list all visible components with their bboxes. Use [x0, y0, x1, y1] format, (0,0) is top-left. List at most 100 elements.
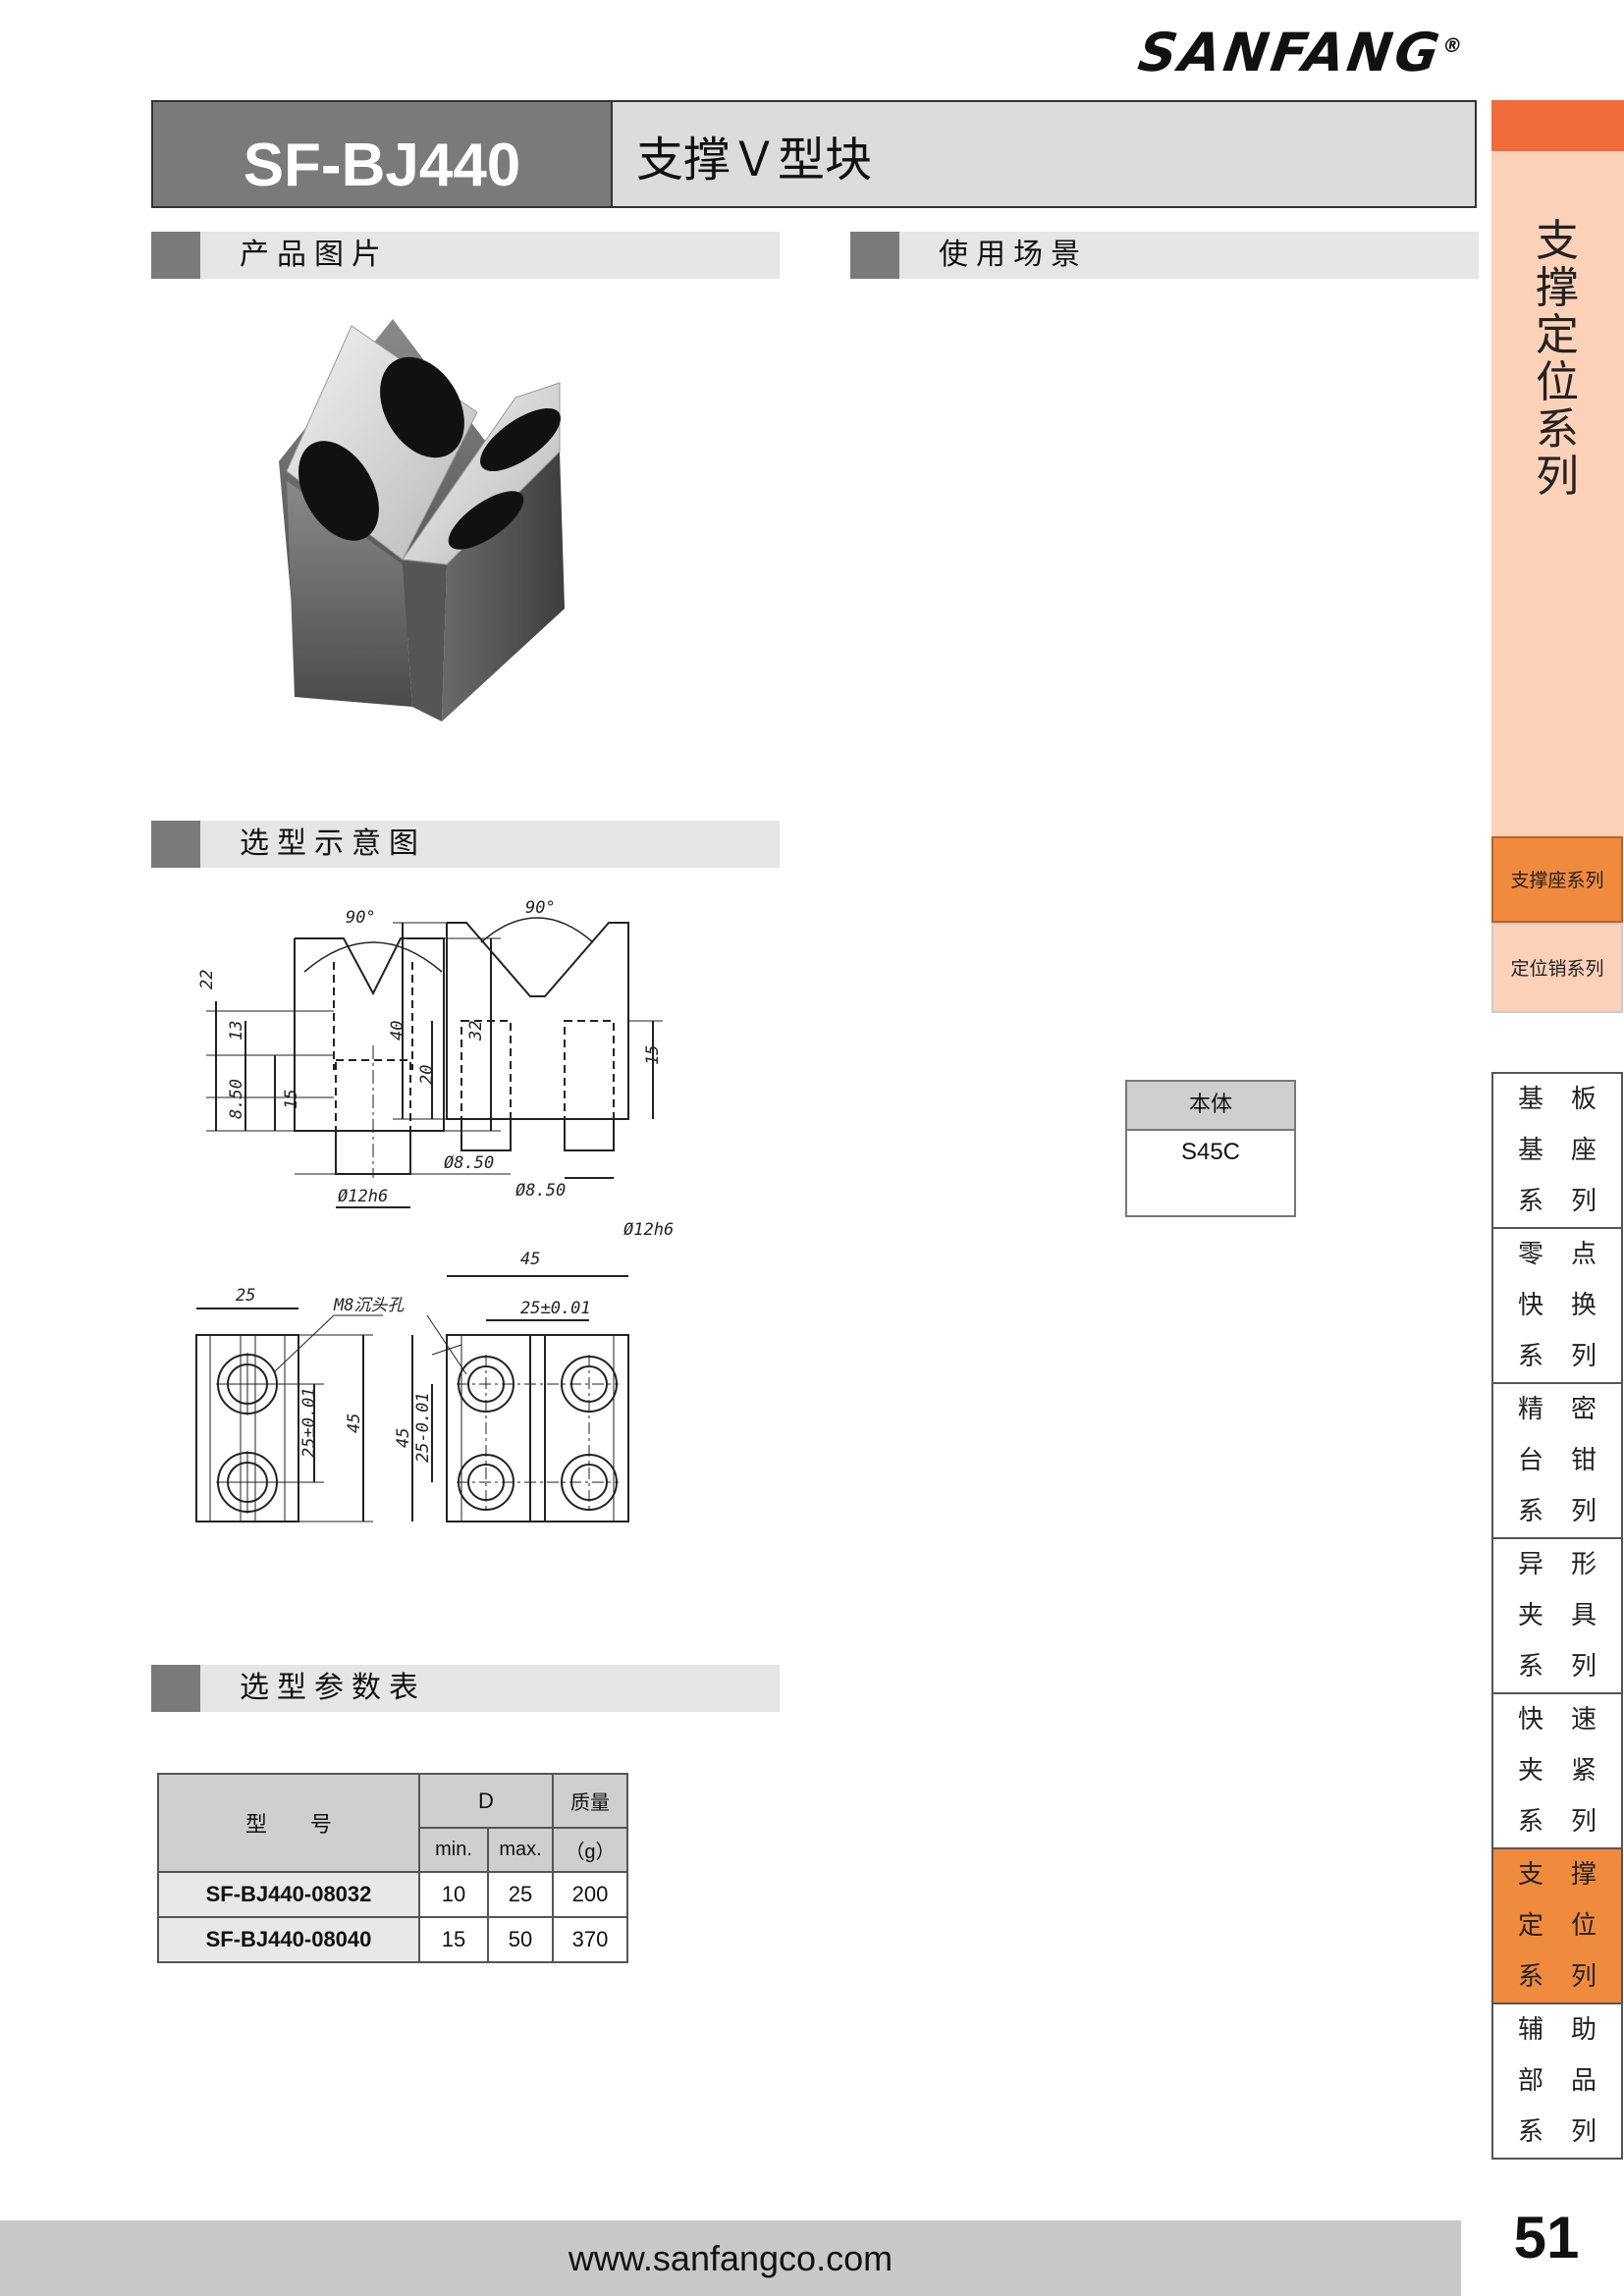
- nav-char: 系: [1517, 1652, 1543, 1682]
- nav-char: 板: [1571, 1085, 1597, 1114]
- nav-row: 系列: [1493, 2107, 1621, 2158]
- nav-char: 异: [1517, 1550, 1543, 1579]
- dim-25-top: 25: [236, 1286, 255, 1306]
- nav-row: 夹紧: [1493, 1745, 1621, 1796]
- nav-row: 系列: [1493, 1951, 1621, 2002]
- product-photo: [279, 319, 565, 721]
- material-header: 本体: [1127, 1082, 1294, 1131]
- nav-char: 形: [1571, 1550, 1597, 1579]
- table-row: SF-BJ440-08032 10 25 200: [157, 1871, 628, 1918]
- cell-min: 15: [418, 1916, 489, 1963]
- material-value: S45C: [1180, 1139, 1241, 1165]
- cell-max: 25: [487, 1871, 554, 1918]
- section-params-title: 选型参数表: [240, 1671, 426, 1705]
- sidebar-item-locating-pin[interactable]: 定位销系列: [1491, 923, 1623, 1013]
- cell-max: 50: [487, 1916, 554, 1963]
- nav-char: 列: [1571, 1807, 1597, 1837]
- nav-row: 零点: [1493, 1229, 1621, 1280]
- nav-row: 系列: [1493, 1486, 1621, 1537]
- section-scene: 使用场景: [850, 232, 1479, 279]
- nav-row: 系列: [1493, 1176, 1621, 1227]
- nav-char: 列: [1571, 1497, 1597, 1526]
- nav-row: 夹具: [1493, 1590, 1621, 1641]
- nav-group[interactable]: 精密台钳系列: [1493, 1384, 1621, 1539]
- nav-char: 夹: [1517, 1756, 1543, 1786]
- nav-char: 支: [1517, 1860, 1543, 1890]
- th-model: 型 号: [157, 1773, 420, 1873]
- top-view-right: [411, 1275, 629, 1522]
- website-url[interactable]: www.sanfangco.com: [568, 2238, 893, 2278]
- cell-model: SF-BJ440-08032: [157, 1871, 420, 1918]
- nav-char: 座: [1571, 1136, 1597, 1165]
- footer-bar: [0, 2220, 1461, 2296]
- dim-13: 13: [227, 1021, 246, 1041]
- nav-char: 基: [1517, 1085, 1543, 1114]
- dim-20: 20: [417, 1065, 437, 1085]
- nav-row: 系列: [1493, 1331, 1621, 1382]
- nav-row: 快速: [1493, 1694, 1621, 1745]
- dim-45-top: 45: [520, 1250, 540, 1269]
- nav-char: 快: [1517, 1705, 1543, 1735]
- th-d: D: [418, 1773, 554, 1829]
- registered-mark: ®: [1440, 33, 1467, 57]
- nav-char: 列: [1571, 2117, 1597, 2147]
- dim-15-right: 15: [643, 1045, 663, 1065]
- nav-char: 系: [1517, 1342, 1543, 1371]
- nav-row: 辅助: [1493, 2004, 1621, 2056]
- dim-15-left: 15: [282, 1090, 301, 1109]
- nav-char: 系: [1517, 1962, 1543, 1992]
- series-title: 支撑定位系列: [1536, 216, 1579, 502]
- hole-callout: M8沉头孔: [333, 1296, 405, 1315]
- sidebar-item-support-seat[interactable]: 支撑座系列: [1491, 836, 1623, 923]
- th-min: min.: [418, 1827, 489, 1873]
- page-number: 51: [1513, 2205, 1580, 2270]
- cell-mass: 200: [552, 1871, 628, 1918]
- nav-char: 辅: [1517, 2015, 1543, 2045]
- dim-22: 22: [197, 970, 217, 989]
- nav-group[interactable]: 快速夹紧系列: [1493, 1694, 1621, 1849]
- spec-table: 型 号 D 质量 min. max. （g） SF-BJ440-08032 10…: [157, 1773, 628, 1963]
- nav-char: 换: [1571, 1291, 1597, 1320]
- nav-group[interactable]: 零点快换系列: [1493, 1229, 1621, 1384]
- nav-char: 系: [1517, 1807, 1543, 1837]
- nav-char: 列: [1571, 1652, 1597, 1682]
- nav-char: 零: [1517, 1240, 1543, 1269]
- nav-char: 位: [1571, 1911, 1597, 1941]
- dim-45-left: 45: [345, 1414, 364, 1433]
- table-row: SF-BJ440-08040 15 50 370: [157, 1916, 628, 1963]
- nav-char: 钳: [1571, 1446, 1597, 1475]
- dim-angle-right: 90°: [525, 898, 556, 918]
- nav-char: 系: [1517, 1187, 1543, 1216]
- section-params: 选型参数表: [151, 1665, 780, 1712]
- nav-char: 夹: [1517, 1601, 1543, 1630]
- nav-group[interactable]: 基板基座系列: [1493, 1074, 1621, 1229]
- nav-row: 系列: [1493, 1641, 1621, 1692]
- nav-char: 密: [1571, 1395, 1597, 1424]
- nav-char: 撑: [1571, 1860, 1597, 1890]
- sidebar-series-panel: [1491, 151, 1624, 836]
- side-view-left: [206, 937, 511, 1208]
- title-divider: [611, 102, 613, 206]
- nav-row: 部品: [1493, 2056, 1621, 2107]
- dim-dia-12h6-right: Ø12h6: [623, 1220, 674, 1240]
- nav-group[interactable]: 辅助部品系列: [1493, 2004, 1621, 2158]
- cell-mass: 370: [552, 1916, 628, 1963]
- nav-char: 台: [1517, 1446, 1543, 1475]
- dim-8-50: 8.50: [227, 1079, 246, 1119]
- top-view-left: [195, 1308, 383, 1522]
- nav-row: 基座: [1493, 1125, 1621, 1176]
- front-view-right: [393, 917, 663, 1179]
- th-max: max.: [487, 1827, 554, 1873]
- dim-25-tol-left: 25±0.01: [299, 1387, 319, 1458]
- nav-row: 快换: [1493, 1280, 1621, 1331]
- nav-group[interactable]: 支撑定位系列: [1493, 1849, 1621, 2004]
- nav-group[interactable]: 异形夹具系列: [1493, 1539, 1621, 1694]
- nav-char: 速: [1571, 1705, 1597, 1735]
- nav-char: 品: [1571, 2066, 1597, 2096]
- dim-25-tol-top: 25±0.01: [520, 1299, 591, 1318]
- section-photo: 产品图片: [151, 232, 780, 279]
- model-code: SF-BJ440: [153, 102, 611, 206]
- dim-dia-8-50-left: Ø8.50: [444, 1153, 494, 1173]
- dim-dia-12h6-left: Ø12h6: [338, 1187, 388, 1206]
- section-diagram: 选型示意图: [151, 821, 780, 868]
